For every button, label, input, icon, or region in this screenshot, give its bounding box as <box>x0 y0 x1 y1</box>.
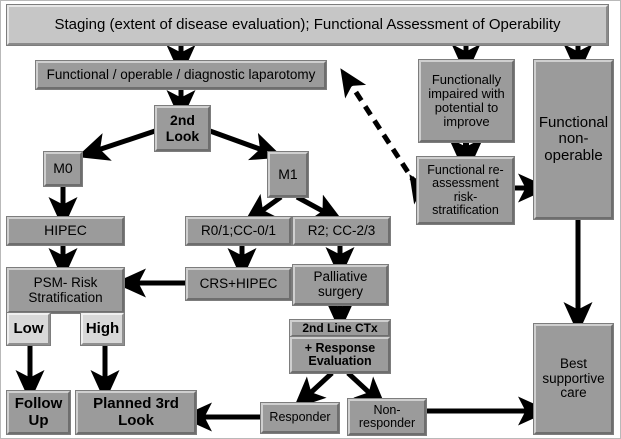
node-laparotomy-label: Functional / operable / diagnostic lapar… <box>46 66 316 82</box>
node-staging[interactable]: Staging (extent of disease evaluation); … <box>6 4 609 46</box>
node-functional-reassessment[interactable]: Functional re- assessment risk- stratifi… <box>416 156 515 225</box>
node-m1-label: M1 <box>278 165 298 182</box>
edge-ctx-to-responder <box>293 371 334 409</box>
node-m1[interactable]: M1 <box>267 151 309 198</box>
node-psm-line2: Stratification <box>28 289 103 305</box>
node-non-responder[interactable]: Non- responder <box>347 398 427 436</box>
node-functionally-impaired[interactable]: Functionally impaired with potential to … <box>418 59 515 143</box>
node-non-responder-line2: responder <box>358 416 416 430</box>
node-best-supportive-line1: Best <box>559 356 587 372</box>
node-follow-up[interactable]: Follow Up <box>6 390 71 435</box>
node-second-line-ctx[interactable]: + Response Evaluation <box>289 336 391 374</box>
node-best-supportive-line2: supportive <box>542 370 605 386</box>
node-non-operable-line1: Functional <box>538 114 609 132</box>
node-hipec[interactable]: HIPEC <box>6 216 125 246</box>
node-reassessment-line4: stratification <box>432 203 499 217</box>
node-r0-1-cc-0-1[interactable]: R0/1;CC-0/1 <box>185 216 292 246</box>
node-impaired-line4: improve <box>443 114 490 130</box>
node-second-look[interactable]: 2nd Look <box>154 105 211 152</box>
node-best-supportive-line3: care <box>560 385 587 401</box>
node-follow-up-line2: Up <box>28 411 49 429</box>
node-r0-1-label: R0/1;CC-0/1 <box>200 222 277 238</box>
node-psm-line1: PSM- Risk <box>33 274 98 290</box>
node-functional-non-operable[interactable]: Functional non- operable <box>533 59 614 220</box>
edge-second-look-to-m0 <box>76 128 156 161</box>
node-r2-label: R2; CC-2/3 <box>307 222 376 238</box>
node-ctx-body-line2: Evaluation <box>308 354 372 368</box>
node-low-label: Low <box>13 319 44 337</box>
node-m0-label: M0 <box>53 160 73 177</box>
node-crs-hipec[interactable]: CRS+HIPEC <box>185 267 292 301</box>
node-laparotomy[interactable]: Functional / operable / diagnostic lapar… <box>35 60 327 90</box>
node-ctx-header-label: 2nd Line CTx <box>302 321 378 336</box>
node-high[interactable]: High <box>80 312 125 346</box>
node-crs-hipec-label: CRS+HIPEC <box>199 275 278 291</box>
node-planned-3rd-line1: Planned 3rd <box>93 395 179 413</box>
node-follow-up-line1: Follow <box>14 395 63 413</box>
node-palliative-line2: surgery <box>317 284 363 299</box>
node-m0[interactable]: M0 <box>43 151 83 187</box>
node-high-label: High <box>85 319 120 337</box>
node-responder-label: Responder <box>269 410 331 425</box>
node-reassessment-line3: risk- <box>453 189 478 204</box>
node-ctx-body-line1: + Response <box>304 340 376 355</box>
node-second-line-ctx-header[interactable]: 2nd Line CTx <box>289 319 391 338</box>
node-planned-3rd-line2: Look <box>118 411 154 429</box>
node-impaired-line2: impaired with <box>428 85 505 101</box>
node-impaired-line3: potential to <box>434 100 499 115</box>
node-impaired-line1: Functionally <box>431 71 502 87</box>
node-best-supportive-care[interactable]: Best supportive care <box>533 323 614 435</box>
node-planned-3rd-look[interactable]: Planned 3rd Look <box>75 390 197 435</box>
node-non-responder-line1: Non- <box>373 402 401 417</box>
node-staging-label: Staging (extent of disease evaluation); … <box>54 15 561 33</box>
edge-m1-to-r01 <box>243 193 283 225</box>
node-palliative-line1: Palliative <box>313 269 368 285</box>
node-palliative-surgery[interactable]: Palliative surgery <box>292 264 389 306</box>
edge-second-look-to-m1 <box>209 128 284 161</box>
node-reassessment-line1: Functional re- <box>427 162 504 177</box>
edge-reassessment-laparotomy-dashed <box>340 68 436 205</box>
node-reassessment-line2: assessment <box>432 176 499 190</box>
node-psm-risk-stratification[interactable]: PSM- Risk Stratification <box>6 267 125 314</box>
edge-ctx-to-nonresponder <box>346 371 387 409</box>
node-non-operable-line3: operable <box>544 146 603 164</box>
edge-m1-to-r2 <box>295 194 345 223</box>
node-r2-cc-2-3[interactable]: R2; CC-2/3 <box>292 216 391 246</box>
node-second-look-line1: 2nd <box>170 112 195 129</box>
node-hipec-label: HIPEC <box>44 222 87 239</box>
node-second-look-line2: Look <box>165 127 200 144</box>
node-low[interactable]: Low <box>6 312 51 346</box>
node-responder[interactable]: Responder <box>260 402 340 434</box>
node-non-operable-line2: non- <box>558 130 589 148</box>
